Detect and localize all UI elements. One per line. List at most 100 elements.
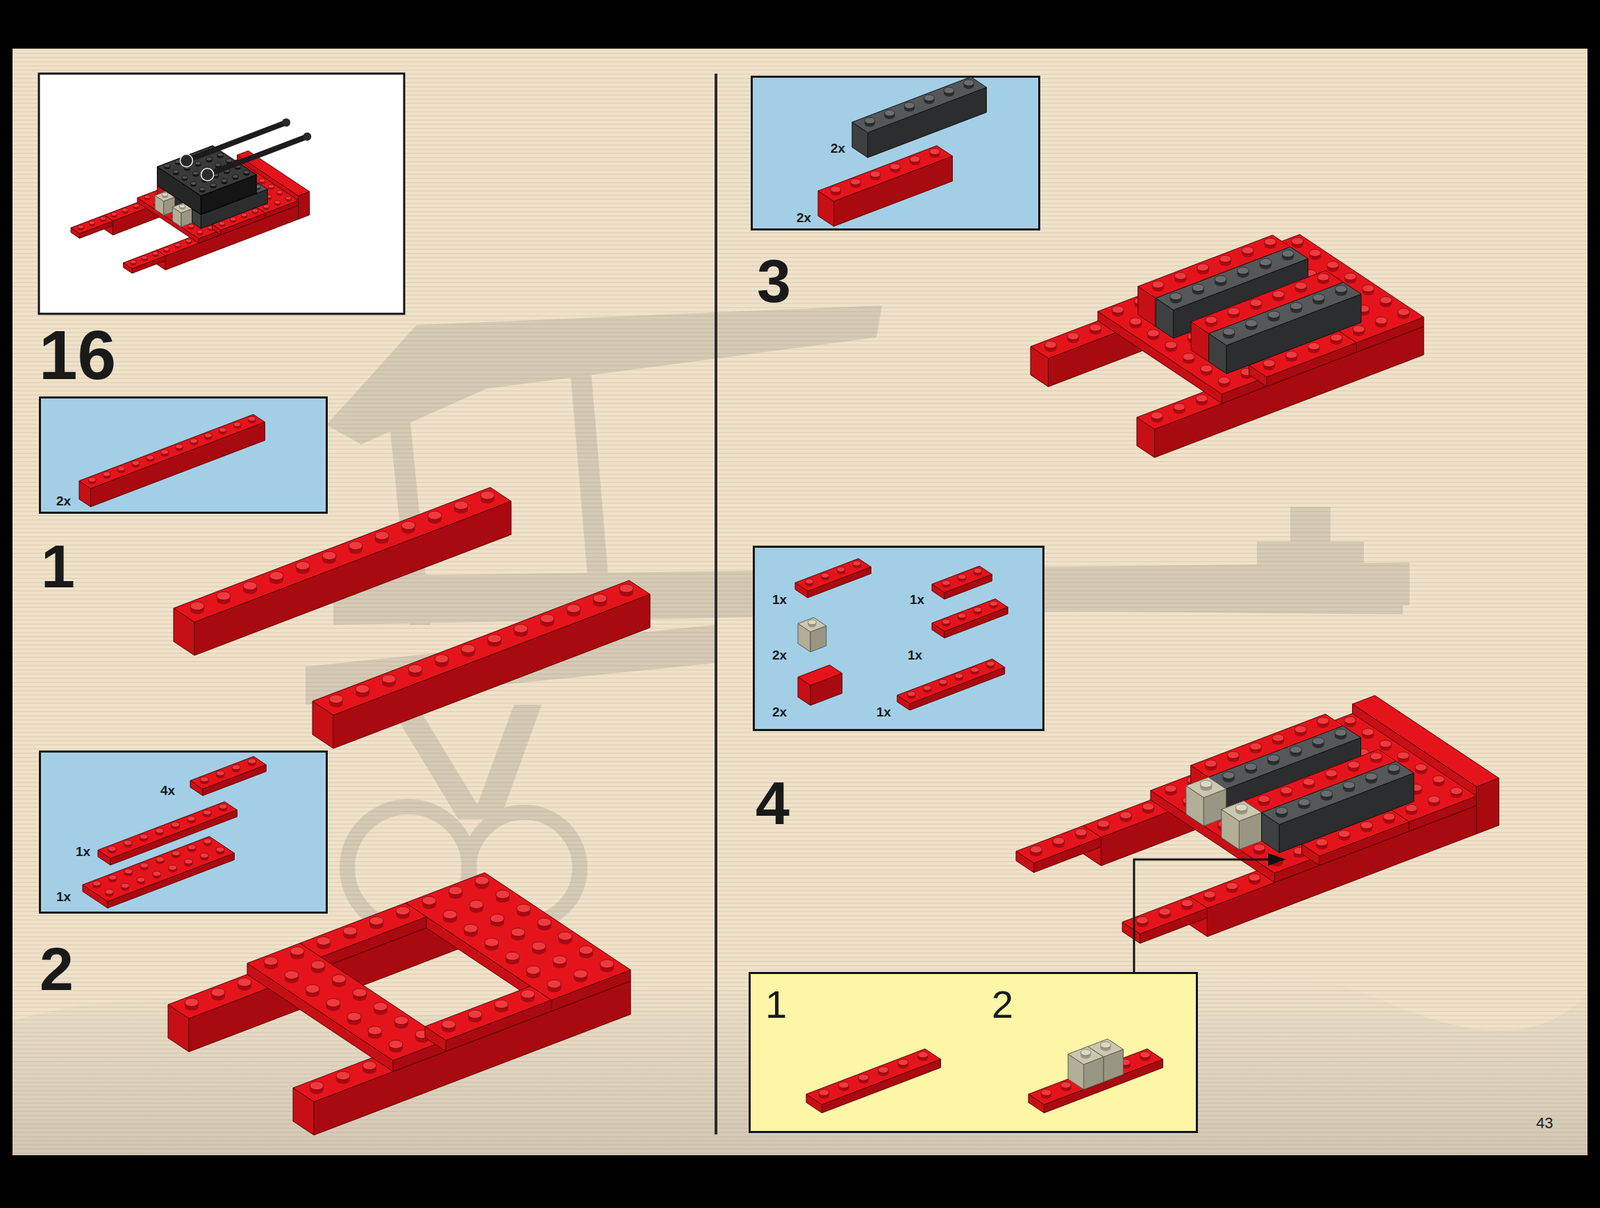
stud-top xyxy=(904,102,915,109)
stud-top xyxy=(526,965,541,975)
lego-brick xyxy=(852,77,987,158)
stud-top xyxy=(957,574,966,580)
column-divider xyxy=(714,73,718,1135)
gun-breech xyxy=(179,154,193,167)
stud-top xyxy=(495,890,510,899)
brick-front xyxy=(333,594,650,749)
stud-top xyxy=(1150,411,1163,419)
parts-illustration xyxy=(40,398,330,516)
stud-top xyxy=(199,187,205,191)
stud-top xyxy=(973,568,982,573)
stud-top xyxy=(1222,772,1235,780)
lego-brick xyxy=(897,659,1005,711)
stud-top xyxy=(1097,820,1110,828)
stud-top xyxy=(88,477,96,483)
stud-top xyxy=(448,886,463,896)
stud-top xyxy=(1415,763,1428,771)
brick-top xyxy=(70,215,114,235)
brick-top xyxy=(797,665,843,686)
stud-top xyxy=(1379,740,1392,748)
parts-illustration xyxy=(750,974,1200,1136)
stud-top xyxy=(1361,728,1374,736)
lego-brick xyxy=(931,599,1008,639)
stud-top xyxy=(918,1052,929,1059)
stud-top xyxy=(989,601,998,607)
lego-brick xyxy=(123,250,166,273)
model-group xyxy=(70,118,1499,1136)
stud-top xyxy=(195,161,201,165)
stud-top xyxy=(133,204,139,208)
stud-top xyxy=(897,1059,909,1066)
stud-top xyxy=(1388,764,1400,772)
brick-top xyxy=(123,250,166,269)
stud-top xyxy=(1237,267,1250,275)
lego-brick xyxy=(1068,1046,1104,1090)
stud-top xyxy=(461,644,475,653)
stud-top xyxy=(973,606,982,612)
stud-top xyxy=(388,1040,403,1049)
stud-top xyxy=(1258,795,1271,803)
wheel xyxy=(347,806,470,930)
stud-top xyxy=(579,945,594,955)
stud-top xyxy=(850,178,862,185)
stud-top xyxy=(190,438,198,444)
stud-top xyxy=(1182,353,1195,361)
gun-muzzle xyxy=(302,132,312,141)
brick-top xyxy=(79,414,265,489)
stud-top xyxy=(1344,272,1357,280)
brick-top xyxy=(795,559,871,592)
stud-top xyxy=(1338,830,1350,838)
stud-top xyxy=(152,871,162,877)
stud-top xyxy=(146,455,155,461)
brick-top xyxy=(1068,1046,1104,1065)
stud-top xyxy=(890,163,901,170)
stud-top xyxy=(1347,761,1360,769)
stud-top xyxy=(88,220,95,225)
stud-top xyxy=(1362,284,1375,292)
stud-top xyxy=(243,581,257,591)
stud-top xyxy=(172,170,179,174)
stud-top xyxy=(295,561,310,571)
stud-top xyxy=(215,770,225,776)
stud-top xyxy=(1080,1049,1091,1056)
stud-top xyxy=(487,634,502,644)
brick-front xyxy=(90,422,266,507)
stud-top xyxy=(1111,306,1124,314)
stud-top xyxy=(830,186,841,193)
stud-top xyxy=(1308,342,1321,350)
stud-top xyxy=(336,1071,350,1080)
stud-top xyxy=(1343,781,1355,789)
stud-top xyxy=(1361,821,1373,829)
stud-top xyxy=(233,422,241,428)
stud-top xyxy=(200,853,209,859)
brick-top xyxy=(190,756,266,790)
stud-top xyxy=(373,1002,388,1012)
arrow-line xyxy=(1134,859,1270,973)
stud-top xyxy=(352,988,367,998)
stud-top xyxy=(140,863,149,869)
stud-top xyxy=(322,551,337,560)
stud-top xyxy=(217,152,223,157)
stud-top xyxy=(1200,780,1212,788)
part-quantity: 1x xyxy=(75,845,91,859)
brick-top xyxy=(1221,801,1262,822)
stud-top xyxy=(1375,316,1387,324)
stud-top xyxy=(1370,752,1382,760)
stud-top xyxy=(505,952,520,961)
stud-top xyxy=(1120,811,1132,819)
stud-top xyxy=(1040,1089,1052,1096)
stud-top xyxy=(954,673,964,679)
stud-top xyxy=(111,212,117,216)
step-model xyxy=(173,487,650,749)
stud-top xyxy=(144,195,150,199)
stud-top xyxy=(1205,316,1218,324)
lego-brick xyxy=(797,665,843,706)
stud-top xyxy=(1174,272,1187,280)
lego-brick xyxy=(156,145,257,215)
part-quantity: 2x xyxy=(772,648,787,662)
step-number: 3 xyxy=(756,250,791,312)
part-quantity: 2x xyxy=(56,494,71,508)
tailplane xyxy=(1041,576,1403,615)
brick-front xyxy=(298,191,310,220)
